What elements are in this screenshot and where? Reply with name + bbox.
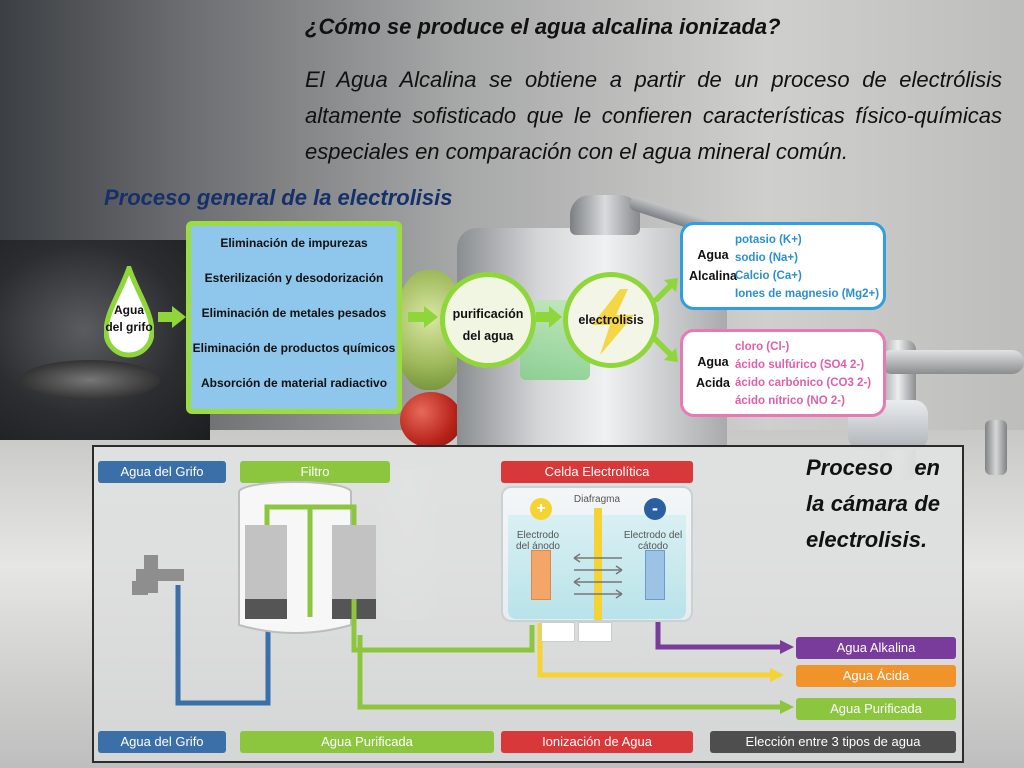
ion-item: ácido sulfúrico (SO4 2-)	[735, 359, 865, 371]
arrow-right-icon	[536, 306, 562, 328]
chamber-flow-diagram	[132, 481, 794, 714]
tag-tap-water-bottom: Agua del Grifo	[98, 731, 226, 753]
tag-tap-water-top: Agua del Grifo	[98, 461, 226, 483]
background-pan	[20, 360, 160, 400]
step-item: Esterilización y desodorización	[204, 271, 384, 285]
intro-text: El Agua Alcalina se obtiene a partir de …	[305, 67, 1002, 164]
purification-steps-box: Eliminación de impurezas Esterilización …	[186, 221, 402, 414]
alkaline-water-box: Agua Alcalina potasio (K+) sodio (Na+) C…	[680, 222, 886, 310]
anode-label: Electrodo del ánodo	[516, 530, 560, 552]
cell-outlet-left	[541, 622, 575, 642]
anode-electrode	[531, 550, 551, 600]
faucet-icon	[132, 555, 184, 595]
ion-item: sodio (Na+)	[735, 252, 798, 264]
alkaline-water-label: Agua Alcalina	[689, 248, 737, 283]
background-machine-head	[570, 195, 640, 235]
acid-water-label: Agua Acida	[695, 355, 731, 390]
cell-outlet-right	[578, 622, 612, 642]
tag-purified-water-bottom: Agua Purificada	[240, 731, 494, 753]
ion-exchange-arrows-icon	[573, 553, 623, 599]
background-tap	[985, 420, 1007, 475]
background-faucet-spout	[880, 350, 1024, 374]
step-item: Eliminación de metales pesados	[201, 306, 387, 320]
tap-water-drop: Agua del grifo	[104, 266, 154, 362]
tag-water-ionization: Ionización de Agua	[501, 731, 693, 753]
purification-circle: purificación del agua	[440, 272, 536, 368]
cathode-minus-icon: -	[644, 498, 666, 520]
cathode-electrode	[645, 550, 665, 600]
ion-item: Iones de magnesio (Mg2+)	[735, 288, 880, 300]
acid-water-box: Agua Acida cloro (Cl-) ácido sulfúrico (…	[680, 329, 886, 417]
anode-plus-icon: +	[530, 498, 552, 520]
tap-water-label: Agua del grifo	[105, 303, 153, 334]
tag-choice-three-water: Elección entre 3 tipos de agua	[710, 731, 956, 753]
ion-item: ácido nítrico (NO 2-)	[735, 395, 845, 407]
lightning-bolt-icon	[592, 289, 634, 355]
filter-housing	[238, 481, 376, 634]
tag-filter: Filtro	[240, 461, 390, 483]
intro-title: ¿Cómo se produce el agua alcalina ioniza…	[305, 14, 781, 39]
arrow-down-right-icon	[652, 336, 678, 362]
acid-ions-list: cloro (Cl-) ácido sulfúrico (SO4 2-) áci…	[735, 338, 871, 410]
tag-acid-water-output: Agua Ácida	[796, 665, 956, 687]
water-drop-icon	[104, 266, 154, 358]
step-item: Eliminación de productos químicos	[192, 341, 396, 355]
ion-item: Calcio (Ca+)	[735, 270, 802, 282]
step-item: Eliminación de impurezas	[220, 236, 368, 250]
tag-electrolytic-cell: Celda Electrolítica	[501, 461, 693, 483]
purification-label: purificación del agua	[452, 307, 524, 343]
ion-item: cloro (Cl-)	[735, 341, 790, 353]
chamber-title: Proceso en la cámara de electrolisis.	[806, 455, 940, 552]
ion-item: ácido carbónico (CO3 2-)	[735, 377, 872, 389]
general-process-title: Proceso general de la electrolisis	[104, 185, 453, 210]
electrolysis-circle: electrolisis	[563, 272, 659, 368]
tag-alkaline-water-output: Agua Alkalina	[796, 637, 956, 659]
arrow-up-right-icon	[652, 278, 678, 302]
diaphragm-label: Diafragma	[573, 494, 621, 505]
ion-item: potasio (K+)	[735, 234, 802, 246]
arrow-right-icon	[408, 306, 438, 328]
diaphragm	[594, 508, 602, 620]
arrow-right-icon	[158, 306, 186, 328]
tag-purified-water-output: Agua Purificada	[796, 698, 956, 720]
cathode-label: Electrodo del cátodo	[623, 530, 683, 552]
background-apple	[400, 392, 462, 448]
electrolysis-label: electrolisis	[578, 313, 644, 327]
alkaline-ions-list: potasio (K+) sodio (Na+) Calcio (Ca+) Io…	[735, 231, 879, 303]
step-item: Absorción de material radiactivo	[200, 376, 388, 390]
